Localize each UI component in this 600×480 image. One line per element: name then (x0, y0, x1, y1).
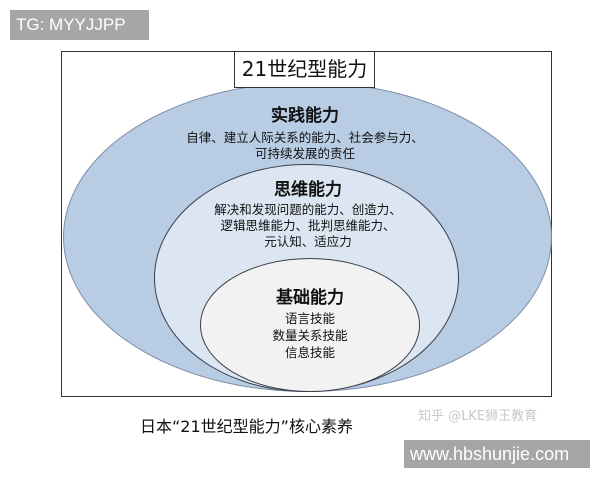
inner-desc-line-2: 数量关系技能 (272, 328, 348, 343)
middle-desc-line-1: 解决和发现问题的能力、创造力、 (214, 202, 402, 217)
site-watermark-badge: www.hbshunjie.com (404, 440, 590, 468)
tg-watermark-badge: TG: MYYJJPP (10, 10, 149, 40)
figure-caption: 日本“21世纪型能力”核心素养 (140, 417, 353, 436)
inner-label-group: 基础能力 语言技能 数量关系技能 信息技能 (230, 283, 390, 361)
outer-label-group: 实践能力 自律、建立人际关系的能力、社会参与力、 可持续发展的责任 (140, 101, 470, 162)
inner-desc-line-1: 语言技能 (284, 311, 335, 326)
inner-ellipse-basic-ability (200, 258, 420, 392)
middle-heading: 思维能力 (274, 180, 342, 200)
middle-label-group: 思维能力 解决和发现问题的能力、创造力、 逻辑思维能力、批判思维能力、 元认知、… (180, 175, 436, 250)
outer-desc-line-2: 可持续发展的责任 (254, 146, 355, 161)
middle-desc-line-2: 逻辑思维能力、批判思维能力、 (220, 218, 396, 233)
outer-desc-line-1: 自律、建立人际关系的能力、社会参与力、 (186, 130, 424, 145)
middle-desc-line-3: 元认知、适应力 (264, 234, 352, 249)
inner-desc-line-3: 信息技能 (284, 345, 335, 360)
inner-heading: 基础能力 (276, 288, 344, 308)
zhihu-watermark: 知乎 @LKE狮王教育 (418, 409, 538, 424)
diagram-title: 21世纪型能力 (234, 51, 375, 88)
outer-heading: 实践能力 (271, 106, 339, 126)
